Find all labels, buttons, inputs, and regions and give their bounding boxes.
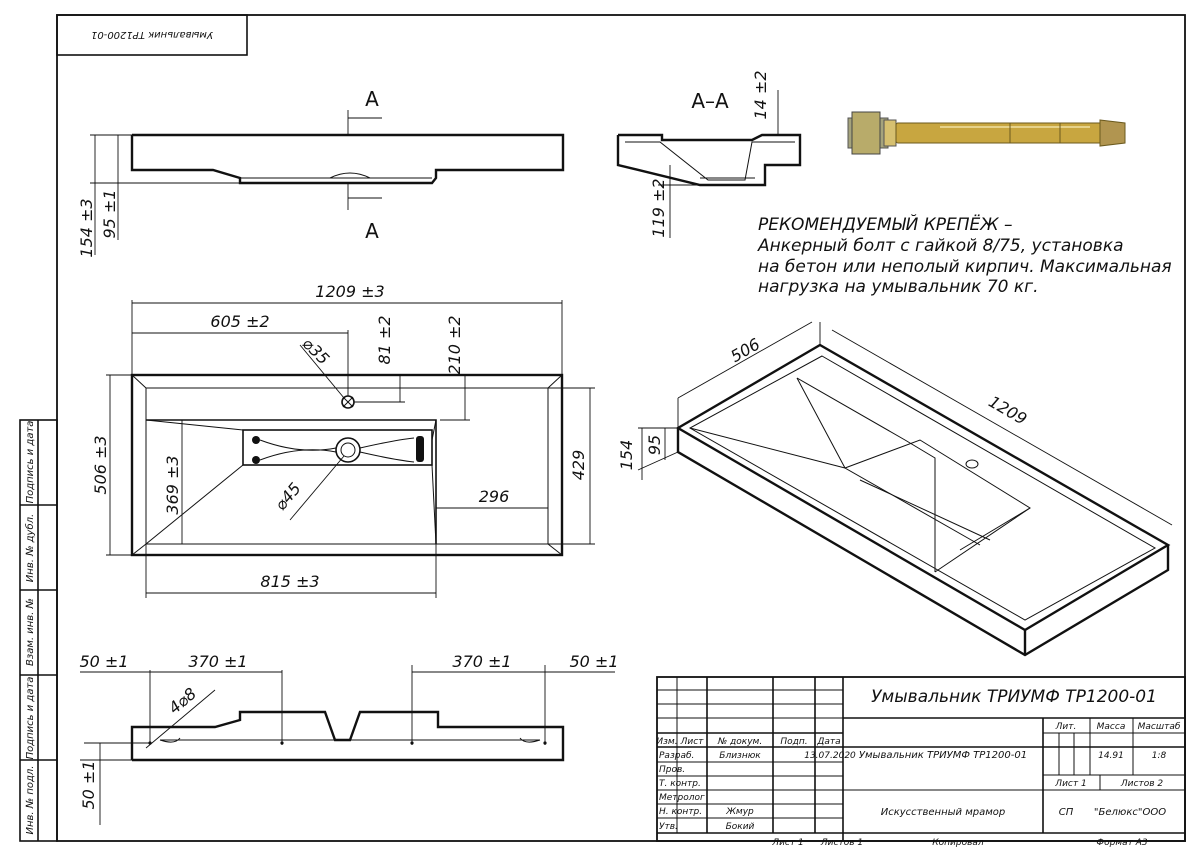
- format-label: Формат А3: [1096, 838, 1148, 848]
- front-view: 50 ±1 370 ±1 370 ±1 50 ±1 4⌀8 50 ±1: [79, 652, 619, 825]
- title-name-big: Умывальник ТРИУМФ ТР1200-01: [871, 687, 1157, 707]
- section-view: A–A 14 ±2 119 ±2: [616, 70, 802, 238]
- company: "Белюкс"ООО: [1094, 807, 1166, 818]
- row-approved: Утв.: [659, 822, 678, 832]
- hdr-date: Дата: [816, 737, 840, 747]
- strip-label-0: Инв. № подл.: [25, 766, 36, 835]
- material: Искусственный мрамор: [881, 807, 1005, 818]
- dim-front-holes: 4⌀8: [165, 684, 200, 718]
- dim-81: 81 ±2: [375, 315, 394, 364]
- sp-label: СП: [1059, 807, 1074, 818]
- anchor-bolt-image: [847, 111, 1126, 155]
- strip-label-1: Подпись и дата: [25, 677, 36, 760]
- title-block: Умывальник ТРИУМФ ТР1200-01 Умывальник Т…: [656, 676, 1186, 848]
- dim-front-50v: 50 ±1: [79, 760, 98, 809]
- copied-label: Копировал: [932, 838, 984, 848]
- sheet-number: Лист 1: [1054, 779, 1086, 789]
- strip-label-2: Взам. инв. №: [25, 598, 36, 666]
- bottom-sheet: Лист 1: [771, 838, 803, 848]
- stamp-label: Умывальник ТР1200-01: [91, 29, 213, 40]
- approved-name: Бокий: [726, 822, 755, 832]
- dim-front-370r: 370 ±1: [452, 652, 511, 671]
- dim-429: 429: [569, 450, 588, 481]
- dim-210: 210 ±2: [445, 315, 464, 374]
- mass-label: Масса: [1097, 722, 1126, 732]
- dim-side-95: 95 ±1: [100, 189, 119, 238]
- dim-iso-1209: 1209: [985, 392, 1030, 429]
- mass-value: 14.91: [1098, 751, 1124, 761]
- row-ncontrol: Н. контр.: [659, 807, 702, 817]
- note-line1: РЕКОМЕНДУЕМЫЙ КРЕПЁЖ –: [758, 213, 1013, 235]
- developer-name: Близнюк: [719, 751, 761, 761]
- developer-date: 13.07.2020: [804, 751, 856, 761]
- bottom-sheets: Листов 1: [820, 838, 863, 848]
- note-line4: нагрузка на умывальник 70 кг.: [758, 277, 1038, 297]
- plan-view: 1209 ±3 605 ±2 ⌀35 81 ±2 210 ±2 506 ±3 3…: [91, 282, 595, 598]
- row-check: Пров.: [659, 765, 685, 775]
- dim-hole-x: 605 ±2: [210, 312, 269, 331]
- stamp-box: [56, 14, 248, 56]
- scale-value: 1:8: [1152, 751, 1167, 761]
- isometric-view: 506 1209 154 95: [617, 321, 1173, 657]
- dim-iso-506: 506: [727, 334, 763, 366]
- side-view: A A 154 ±3 95 ±1: [77, 87, 565, 258]
- dim-front-50r: 50 ±1: [569, 652, 618, 671]
- fastener-note: РЕКОМЕНДУЕМЫЙ КРЕПЁЖ – Анкерный болт с г…: [757, 213, 1172, 297]
- note-line3: на бетон или неполый кирпич. Максимальна…: [758, 257, 1172, 277]
- note-line2: Анкерный болт с гайкой 8/75, установка: [757, 236, 1124, 256]
- row-metrolog: Метролог: [659, 793, 705, 803]
- section-title: A–A: [691, 89, 729, 113]
- lit-label: Лит.: [1055, 722, 1077, 732]
- row-tcontrol: Т. контр.: [659, 779, 701, 789]
- dim-hole-d: ⌀35: [299, 334, 334, 369]
- dim-iso-95: 95: [645, 435, 664, 455]
- dim-296: 296: [479, 487, 510, 506]
- hdr-change: Изм.: [656, 737, 677, 747]
- dim-sec-119: 119 ±2: [649, 178, 668, 237]
- row-developer: Разраб.: [659, 751, 694, 761]
- side-strip: Инв. № подл. Подпись и дата Взам. инв. №…: [19, 419, 58, 842]
- hdr-sheet: Лист: [680, 737, 705, 747]
- dim-front-50l: 50 ±1: [79, 652, 128, 671]
- dim-bowl-369: 369 ±3: [163, 455, 182, 514]
- strip-label-4: Подпись и дата: [25, 421, 36, 504]
- hdr-sign: Подп.: [780, 737, 807, 747]
- hdr-doc: № докум.: [717, 737, 762, 747]
- title-name-small: Умывальник ТРИУМФ ТР1200-01: [859, 750, 1027, 761]
- strip-label-3: Инв. № дубл.: [24, 514, 36, 582]
- ncontrol-name: Жмур: [725, 807, 754, 817]
- dim-iso-154: 154: [617, 440, 636, 471]
- scale-label: Масштаб: [1138, 722, 1181, 732]
- dim-width: 1209 ±3: [315, 282, 384, 301]
- dim-side-154: 154 ±3: [77, 198, 96, 257]
- dim-front-370l: 370 ±1: [188, 652, 247, 671]
- dim-depth: 506 ±3: [91, 435, 110, 494]
- dim-815: 815 ±3: [260, 572, 319, 591]
- section-marker-top: A: [365, 87, 379, 111]
- section-marker-bottom: A: [365, 219, 379, 243]
- sheets-total: Листов 2: [1120, 779, 1163, 789]
- dim-sec-14: 14 ±2: [751, 70, 770, 119]
